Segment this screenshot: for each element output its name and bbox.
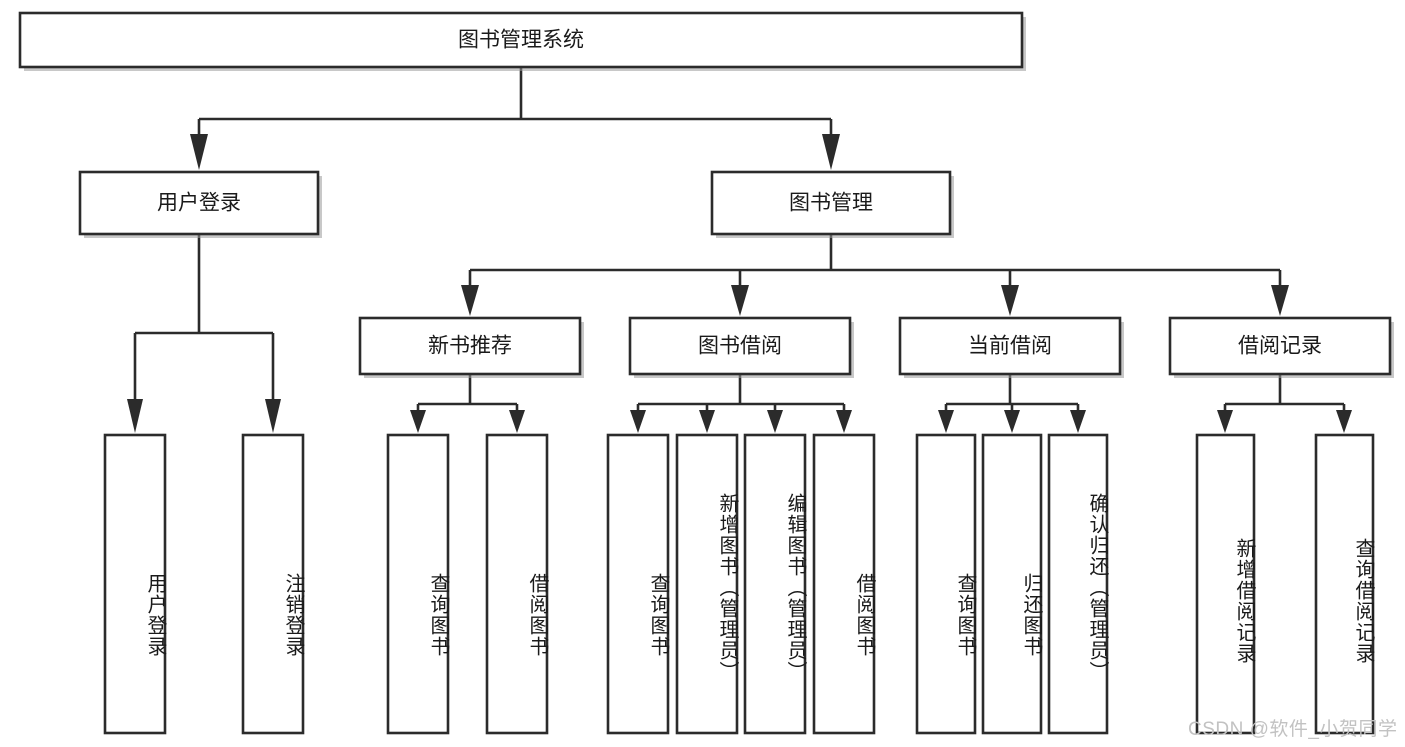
leaf-box-borrow-book-bb[interactable] <box>812 433 876 735</box>
arrowhead-bb-leaf4 <box>836 410 852 433</box>
leaf-box-edit-book-admin[interactable] <box>743 433 807 735</box>
arrowhead-br-leaf1 <box>1217 410 1233 433</box>
leaf-box-confirm-return-admin[interactable] <box>1047 433 1109 735</box>
node-current-borrow-rect <box>898 316 1122 376</box>
node-borrow-record-label: 借阅记录 <box>1238 335 1322 358</box>
connectors-group <box>127 67 1352 433</box>
arrowhead-nbr-leaf1 <box>410 410 426 433</box>
node-borrow-record[interactable]: 借阅记录 <box>1168 316 1394 378</box>
leaf-box-return-book[interactable] <box>981 433 1043 735</box>
leaf-box-logout[interactable] <box>241 433 305 735</box>
arrowhead-ul-leaf1 <box>127 399 143 433</box>
node-book-borrow[interactable]: 图书借阅 <box>628 316 854 378</box>
arrowhead-cb-leaf3 <box>1070 410 1086 433</box>
arrowhead-br-leaf2 <box>1336 410 1352 433</box>
csdn-watermark: CSDN @软件_小贺同学 <box>1188 719 1398 740</box>
node-book-management-rect <box>710 170 952 236</box>
arrowhead-current-borrow <box>1001 285 1019 316</box>
leaf-box-query-book-cb[interactable] <box>915 433 977 735</box>
arrowhead-cb-leaf1 <box>938 410 954 433</box>
node-borrow-record-rect <box>1168 316 1392 376</box>
node-current-borrow-label: 当前借阅 <box>968 335 1052 358</box>
leaf-box-query-book-nbr[interactable] <box>386 433 450 735</box>
node-root[interactable]: 图书管理系统 <box>18 11 1026 71</box>
node-new-book-recommend[interactable]: 新书推荐 <box>358 316 584 378</box>
node-user-login-label: 用户登录 <box>157 192 241 215</box>
arrowhead-nbr-leaf2 <box>509 410 525 433</box>
node-user-login[interactable]: 用户登录 <box>78 170 322 238</box>
leaf-box-query-book-bb[interactable] <box>606 433 670 735</box>
arrowhead-user-login <box>190 134 208 170</box>
node-book-borrow-label: 图书借阅 <box>698 335 782 358</box>
arrowhead-ul-leaf2 <box>265 399 281 433</box>
arrowhead-bb-leaf2 <box>699 410 715 433</box>
leaf-box-add-borrow-record[interactable] <box>1195 433 1256 735</box>
arrowhead-bb-leaf3 <box>767 410 783 433</box>
leaf-box-user-login[interactable] <box>103 433 167 735</box>
leaf-nodes-group <box>103 433 1375 735</box>
node-book-borrow-rect <box>628 316 852 376</box>
node-book-management[interactable]: 图书管理 <box>710 170 954 238</box>
node-user-login-rect <box>78 170 320 236</box>
arrowhead-bb-leaf1 <box>630 410 646 433</box>
arrowhead-cb-leaf2 <box>1004 410 1020 433</box>
arrowhead-new-book-rec <box>461 285 479 316</box>
node-root-label: 图书管理系统 <box>458 29 584 52</box>
arrowhead-borrow-record <box>1271 285 1289 316</box>
arrowhead-book-mgmt <box>822 134 840 170</box>
node-current-borrow[interactable]: 当前借阅 <box>898 316 1124 378</box>
node-book-management-label: 图书管理 <box>789 192 873 215</box>
leaf-box-query-borrow-record[interactable] <box>1314 433 1375 735</box>
node-new-book-recommend-rect <box>358 316 582 376</box>
leaf-box-borrow-book-nbr[interactable] <box>485 433 549 735</box>
leaf-box-add-book-admin[interactable] <box>675 433 739 735</box>
node-root-rect <box>18 11 1024 69</box>
node-new-book-recommend-label: 新书推荐 <box>428 335 512 358</box>
arrowhead-book-borrow <box>731 285 749 316</box>
